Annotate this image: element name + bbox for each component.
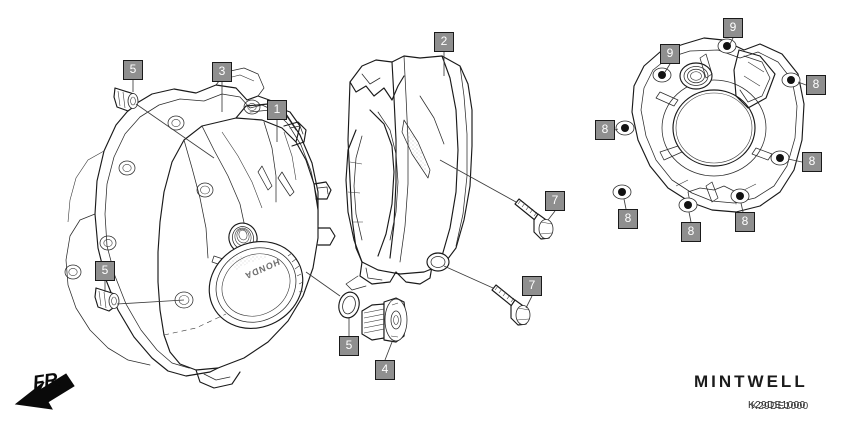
bearing-boss	[679, 62, 713, 90]
right-crankcase-cover-group	[612, 37, 805, 213]
oil-filler-boss	[424, 252, 458, 275]
callout-8-bolt-bottom-center[interactable]: 8	[681, 222, 701, 242]
o-ring-part	[338, 291, 360, 319]
callout-7-flange-bolt-upper[interactable]: 7	[545, 191, 565, 211]
cover-dome	[208, 241, 304, 329]
callout-9-bolt-top-left[interactable]: 9	[660, 44, 680, 64]
part-number-overlay-text: K29DE1000	[751, 400, 809, 412]
left-crankcase-cover-body	[157, 103, 336, 389]
callout-8-bolt-right-upper[interactable]: 8	[806, 75, 826, 95]
oil-separator-cover-group	[345, 55, 473, 291]
bolt-hole-8-bottom-right	[730, 188, 750, 204]
callout-3-gasket[interactable]: 3	[212, 62, 232, 82]
oil-filler-cap-part	[361, 297, 408, 343]
part-number-text: K29DE1000	[748, 400, 806, 411]
callout-2-oil-separator-cover[interactable]: 2	[434, 32, 454, 52]
callout-8-bolt-right-lower[interactable]: 8	[802, 152, 822, 172]
bolt-hole-8-right-upper	[781, 72, 801, 88]
front-direction-arrow-icon	[14, 373, 75, 410]
bolt-hole-8-left	[615, 120, 635, 136]
leader-lines	[104, 37, 807, 361]
callout-5-dowel-pin-lower[interactable]: 5	[95, 261, 115, 281]
callout-7-flange-bolt-lower[interactable]: 7	[522, 276, 542, 296]
flange-bolt-lower	[491, 284, 531, 326]
bolt-hole-points	[612, 38, 801, 213]
front-direction-label: FR.	[31, 369, 64, 394]
bolt-hole-9-top-right	[717, 38, 737, 54]
callout-4-oil-filler-cap[interactable]: 4	[375, 360, 395, 380]
flange-bolt-upper	[514, 198, 554, 240]
bolt-hole-8-bottom-center	[678, 197, 698, 213]
brand-name: MINTWELL	[694, 372, 808, 391]
bolt-hole-8-right-lower	[770, 150, 790, 166]
bolt-hole-9-top-left	[652, 67, 672, 83]
dowel-pin-lower	[94, 287, 120, 312]
callout-9-bolt-top-right[interactable]: 9	[723, 18, 743, 38]
callout-6-o-ring-lower[interactable]: 5	[339, 336, 359, 356]
callout-8-bolt-bottom-right[interactable]: 8	[735, 212, 755, 232]
callout-8-bolt-left[interactable]: 8	[595, 120, 615, 140]
callout-8-bolt-bottom-left[interactable]: 8	[618, 209, 638, 229]
callout-1-left-crankcase-cover[interactable]: 1	[267, 100, 287, 120]
part-number: K29DE1000 K29DE1000	[748, 400, 809, 412]
dowel-pin-upper	[113, 87, 139, 112]
mintwell-logo-icon	[694, 372, 842, 421]
gasket-bolt-holes	[64, 99, 261, 280]
bolt-hole-8-bottom-left	[612, 184, 632, 200]
left-crankcase-cover-group	[64, 67, 336, 389]
callout-5-dowel-pin-upper[interactable]: 5	[123, 60, 143, 80]
brand-block: MINTWELL	[694, 372, 808, 392]
